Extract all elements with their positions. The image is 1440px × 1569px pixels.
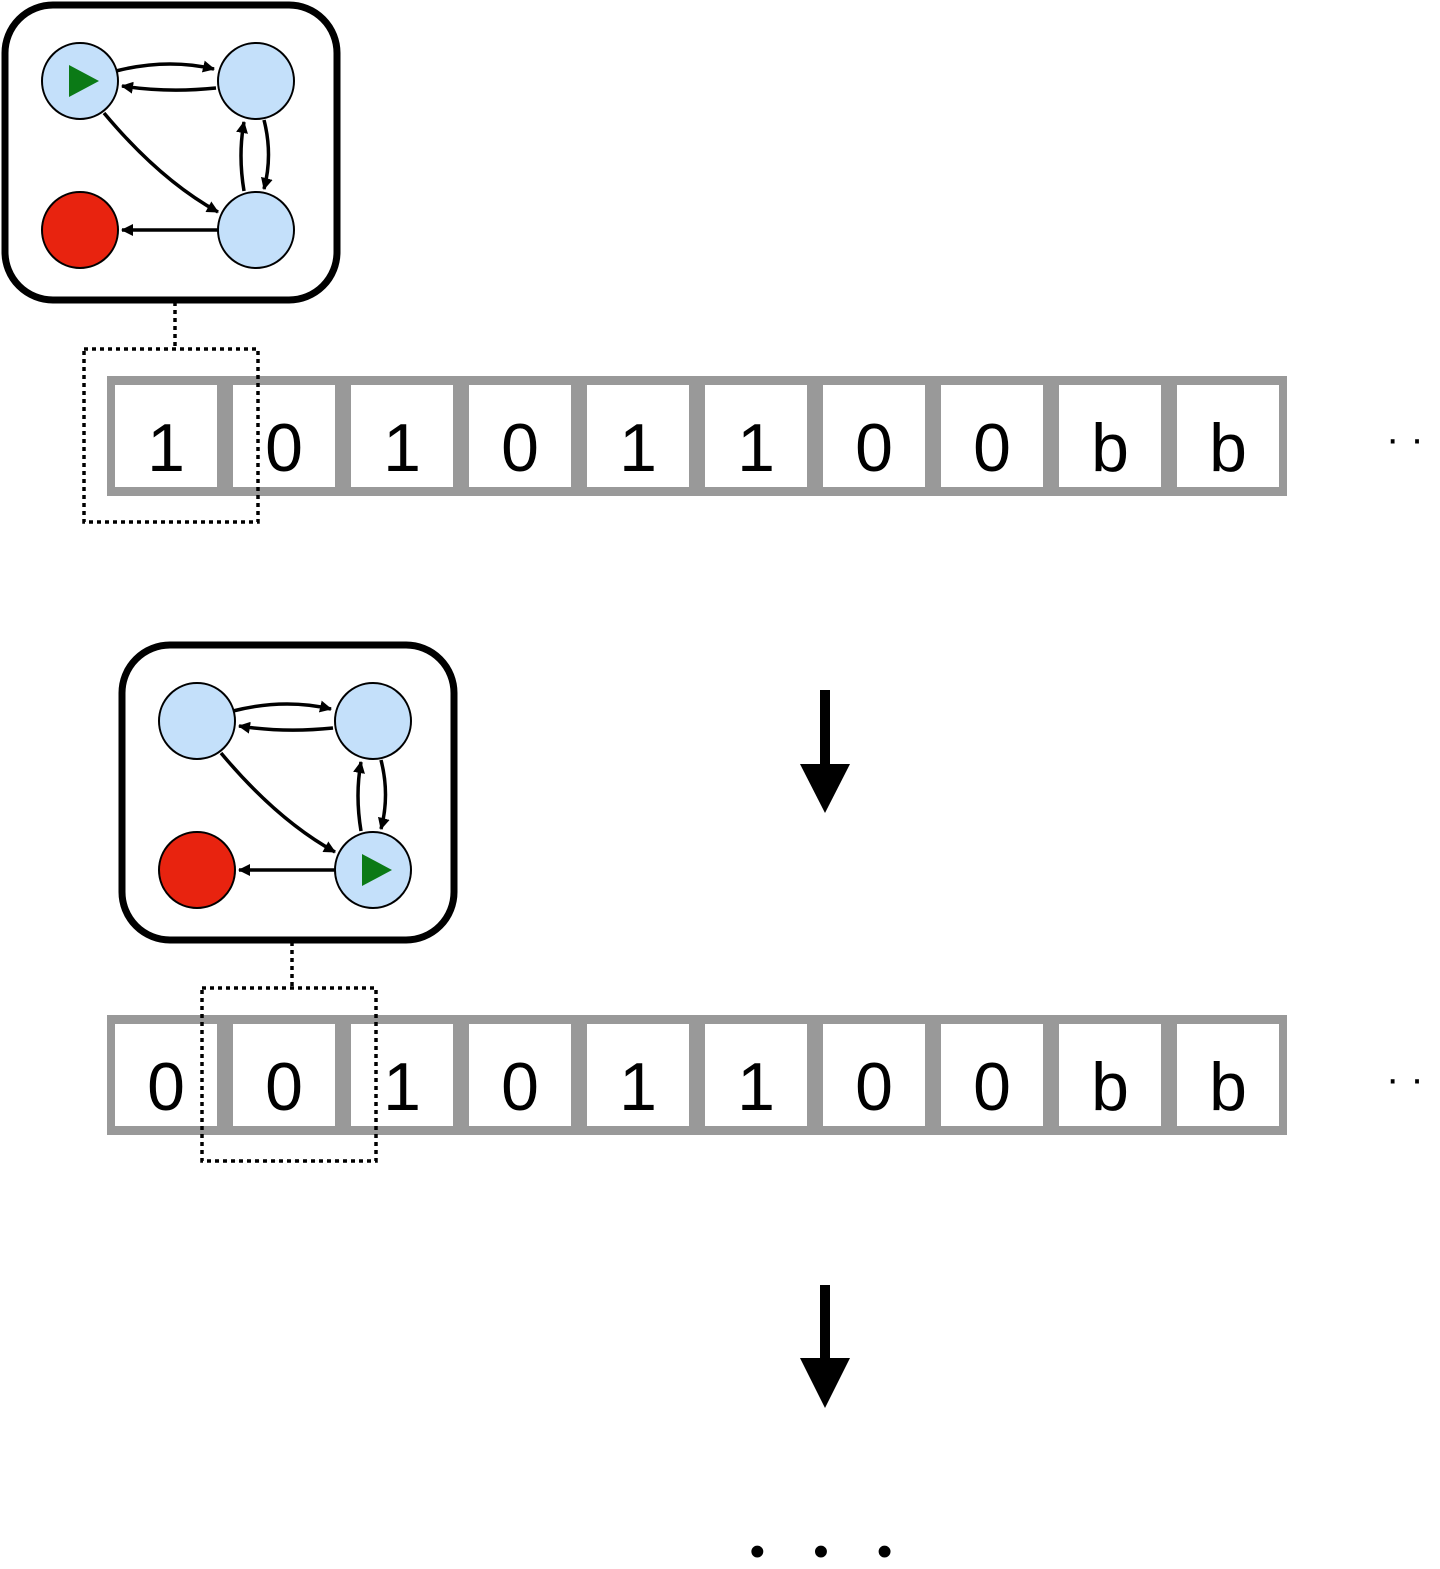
tape-cell [941,1024,1043,1126]
tape-cell [115,1024,217,1126]
tape-cell [351,385,453,487]
tape-symbol: 0 [973,410,1011,486]
down-arrow-icon [800,690,850,813]
tape-2: 0 0 1 0 1 1 0 0 b b [107,1015,1287,1135]
state-2 [334,682,412,760]
tape-cell [587,385,689,487]
transition-arrow [102,111,219,214]
state-1 [158,682,236,760]
tape-symbol: 0 [501,1049,539,1125]
tape-cell [1177,385,1279,487]
tape-symbol: 1 [737,410,775,486]
transition-arrow [232,700,332,713]
tape-cell [941,385,1043,487]
tape-cell [115,385,217,487]
transition-arrow [219,751,336,854]
step-2: 0 0 1 0 1 1 0 0 b b · · [107,641,1424,1163]
state-2 [217,42,295,120]
state-3 [217,191,295,269]
down-arrow-icon [800,1285,850,1408]
state-machine-2 [118,641,458,944]
tape-symbol: 0 [501,410,539,486]
tape-symbol: 1 [383,410,421,486]
tape-symbol: b [1209,1049,1247,1125]
read-head-box [82,347,260,524]
head-marker-icon [362,854,392,886]
tape-cell [469,385,571,487]
transition-arrow [115,60,215,73]
tape-cell [233,1024,335,1126]
halt-state [158,831,236,909]
tape-cell [1059,385,1161,487]
tape-symbol: b [1091,1049,1129,1125]
transition-arrow [353,761,365,832]
tape-symbol: 0 [265,1049,303,1125]
state-machine-1 [1,1,341,304]
tape-symbol: 1 [619,1049,657,1125]
tape-symbol: 1 [619,410,657,486]
tape-cell [233,385,335,487]
continuation-ellipsis: • • • [750,1527,911,1569]
tape-symbol: 1 [147,410,185,486]
tape-cell [705,385,807,487]
tape-ellipsis: · · [1386,1057,1424,1101]
tape-1: 1 0 1 0 1 1 0 0 b b [107,376,1287,496]
tape-cell [823,385,925,487]
tape-symbol: 0 [855,410,893,486]
transition-arrow [238,721,334,734]
transition-arrow [236,121,248,192]
transition-arrow [121,81,217,94]
halt-state [41,191,119,269]
tape-cell [1059,1024,1161,1126]
tape-cell [469,1024,571,1126]
tape-symbol: b [1091,410,1129,486]
tape-symbol: 1 [383,1049,421,1125]
tape-cell [351,1024,453,1126]
read-head-box [200,986,378,1163]
tape-cell [705,1024,807,1126]
transition-arrow [378,759,390,830]
tape-cell [587,1024,689,1126]
step-1: 1 0 1 0 1 1 0 0 b b · · [1,1,1424,524]
tape-symbol: 0 [855,1049,893,1125]
tape-cell [823,1024,925,1126]
tape-cell [1177,1024,1279,1126]
tape-symbol: 1 [737,1049,775,1125]
tape-symbol: b [1209,410,1247,486]
tape-symbol: 0 [973,1049,1011,1125]
tape-ellipsis: · · [1386,417,1424,461]
tape-symbol: 0 [265,410,303,486]
head-marker-icon [69,65,99,97]
transition-arrow [261,119,273,190]
tape-symbol: 0 [147,1049,185,1125]
